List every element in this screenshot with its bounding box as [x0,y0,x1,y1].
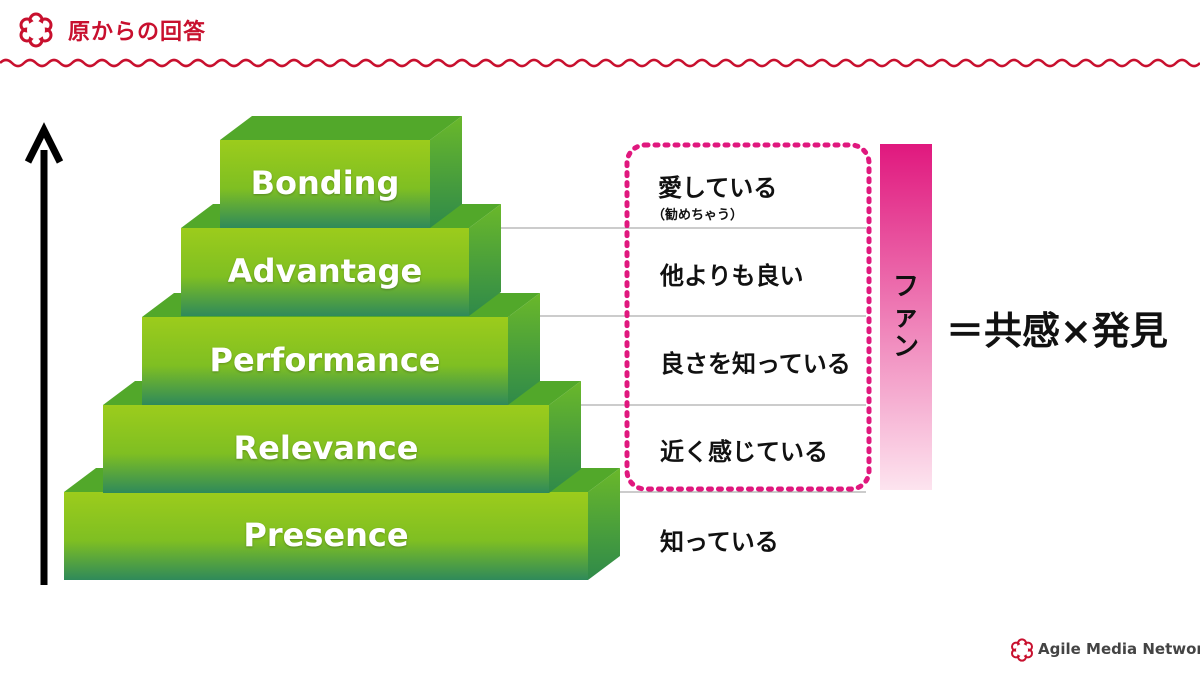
emotion-dotted-box [624,142,872,492]
block-front-presence [64,492,588,580]
page-title: 原からの回答 [68,20,207,45]
level-label-advantage: Advantage [227,252,423,290]
block-side-advantage [469,204,501,316]
level-subdescription-bonding: （勧めちゃう） [652,208,744,223]
level-description-relevance: 近く感じている [660,438,828,466]
block-top-bonding [220,116,462,140]
level-separators [460,227,866,493]
up-arrow-icon [24,122,64,585]
block-side-presence [588,468,620,580]
block-front-performance [142,317,508,405]
footer-brand: Agile Media Network [1038,640,1200,658]
block-side-performance [508,293,540,405]
block-side-bonding [430,116,462,228]
block-front-advantage [181,228,469,316]
level-label-presence: Presence [243,516,409,554]
flower-logo-icon [19,12,53,48]
pyramid-blocks [64,116,620,580]
level-label-bonding: Bonding [250,164,400,202]
block-front-relevance [103,405,549,493]
level-label-relevance: Relevance [233,429,419,467]
fan-bar [880,144,932,490]
slide-header: 原からの回答 [0,0,1200,80]
level-description-presence: 知っている [660,528,779,556]
block-front-bonding [220,140,430,228]
fan-label: ファン [892,272,919,362]
wavy-divider [0,58,1200,68]
level-description-advantage: 他よりも良い [660,262,804,290]
level-description-performance: 良さを知っている [660,350,851,378]
formula-text: ＝共感×発見 [946,309,1168,353]
block-side-relevance [549,381,581,493]
level-description-bonding: 愛している [658,174,778,202]
flower-logo-icon [1011,638,1033,662]
level-label-performance: Performance [209,341,441,379]
